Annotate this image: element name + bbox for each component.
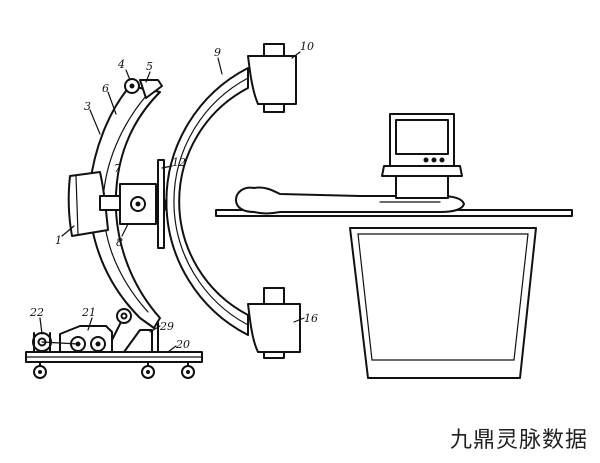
- watermark-text: 九鼎灵脉数据: [449, 428, 588, 453]
- callout-10: 10: [300, 40, 314, 53]
- x-ray-head-top: [247, 43, 297, 113]
- top-pulley: [124, 78, 163, 99]
- wheel-middle: [141, 361, 155, 379]
- arm-holder: [99, 159, 168, 249]
- callout-3: 3: [84, 100, 91, 113]
- wheel-right: [181, 361, 195, 379]
- display-monitor: [381, 113, 463, 199]
- callout-20: 20: [175, 338, 190, 351]
- leader-lines: [39, 51, 305, 353]
- callout-4: 4: [117, 58, 125, 71]
- callout-5: 5: [146, 60, 153, 73]
- c-arm: [165, 67, 249, 336]
- callout-9: 9: [214, 46, 221, 59]
- callout-8: 8: [116, 236, 123, 249]
- base-trolley: [25, 351, 203, 379]
- callout-labels: 1 3 4 5 6 7 8 9 10 12 16 20 21 22 29: [29, 40, 318, 351]
- callout-1: 1: [55, 234, 62, 247]
- callout-7: 7: [114, 162, 121, 175]
- callout-6: 6: [102, 82, 109, 95]
- image-intensifier-bottom: [247, 287, 301, 359]
- wheel-left: [33, 361, 47, 379]
- callout-16: 16: [304, 312, 318, 325]
- patient-figure: [235, 186, 465, 215]
- callout-22: 22: [29, 306, 44, 319]
- callout-21: 21: [81, 306, 96, 319]
- callout-12: 12: [172, 156, 186, 169]
- carriage-block: [67, 171, 109, 237]
- drive-motor-assembly: [32, 308, 132, 353]
- callout-29: 29: [159, 320, 174, 333]
